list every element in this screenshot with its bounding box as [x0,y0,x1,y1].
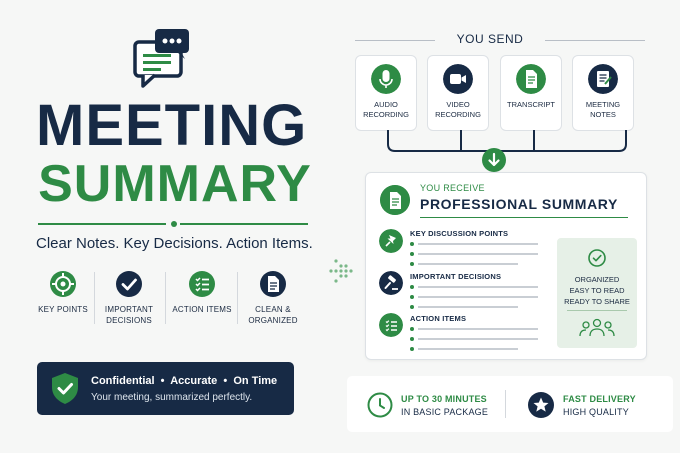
bullet-line [410,304,550,310]
title-rule [420,217,628,218]
summary-card: YOU RECEIVE PROFESSIONAL SUMMARY KEY DIS… [365,172,647,360]
title-divider [38,220,308,228]
benefit-organized: ORGANIZED [574,275,620,284]
delivery-line1: FAST DELIVERY [563,394,636,404]
delivery-strip: UP TO 30 MINUTES IN BASIC PACKAGE FAST D… [347,376,673,432]
arrow-down-icon [482,148,506,172]
bullet-line [410,346,550,352]
benefit-share: READY TO SHARE [564,297,630,306]
clock-icon [367,392,393,418]
heading-rule [355,40,435,41]
bullet-line [410,261,550,267]
delivery-line2: HIGH QUALITY [563,407,629,417]
feature-important-decisions: IMPORTANT DECISIONS [99,270,159,326]
card-label: TRANSCRIPT [507,100,555,109]
benefit-easy-read: EASY TO READ [569,286,625,295]
summary-title: PROFESSIONAL SUMMARY [420,196,618,212]
bullet-line [410,336,550,342]
shield-check-icon [52,373,78,404]
box-divider [567,310,627,311]
video-camera-icon [443,64,473,94]
chat-bubbles-icon [133,29,189,88]
you-send-heading: YOU SEND [456,32,524,46]
feature-key-points: KEY POINTS [33,270,93,315]
badge-line1: Confidential • Accurate • On Time [91,375,278,387]
card-label: MEETING NOTES [585,100,621,119]
document-icon [380,185,410,215]
bullet-line [410,241,550,247]
feature-clean-organized: CLEAN & ORGANIZED [243,270,303,326]
check-circle-icon [116,271,142,297]
benefits-box: ORGANIZED EASY TO READ READY TO SHARE [557,238,637,348]
section-title: KEY DISCUSSION POINTS [410,229,509,238]
title-meeting: MEETING [36,93,308,158]
bullet-line [410,326,550,332]
strip-divider [505,390,506,418]
input-card-video: VIDEO RECORDING [427,55,489,131]
you-receive-label: YOU RECEIVE [420,183,485,193]
input-card-audio: AUDIO RECORDING [355,55,417,131]
connector-lines [387,130,627,152]
team-icon [579,318,615,337]
microphone-icon [371,64,401,94]
title-summary: SUMMARY [38,155,312,213]
feature-action-items: ACTION ITEMS [172,270,232,315]
benefits-text: ORGANIZED EASY TO READ READY TO SHARE [557,274,637,307]
flow-arrow-icon [329,259,353,283]
notebook-icon [588,64,618,94]
feature-divider [165,272,166,324]
star-icon [528,392,554,418]
badge-line2: Your meeting, summarized perfectly. [91,392,253,403]
tagline: Clear Notes. Key Decisions. Action Items… [36,235,313,252]
feature-label: CLEAN & ORGANIZED [248,305,298,325]
confidential-badge: Confidential • Accurate • On Time Your m… [37,362,294,415]
gavel-icon [379,271,403,295]
input-card-transcript: TRANSCRIPT [500,55,562,131]
time-line2: IN BASIC PACKAGE [401,407,489,417]
bullet-line [410,251,550,257]
check-circle-icon [588,249,606,267]
section-title: IMPORTANT DECISIONS [410,272,502,281]
feature-label: IMPORTANT DECISIONS [104,305,154,325]
pin-icon [379,229,403,253]
document-icon [260,271,286,297]
card-label: VIDEO RECORDING [435,100,481,119]
target-icon [50,271,76,297]
checklist-icon [189,271,215,297]
feature-divider [237,272,238,324]
card-label: AUDIO RECORDING [363,100,409,119]
input-card-notes: MEETING NOTES [572,55,634,131]
bullet-line [410,294,550,300]
list-icon [379,313,403,337]
bullet-line [410,284,550,290]
section-title: ACTION ITEMS [410,314,467,323]
transcript-icon [516,64,546,94]
feature-label: KEY POINTS [38,305,88,314]
time-line1: UP TO 30 MINUTES [401,394,487,404]
feature-divider [94,272,95,324]
feature-label: ACTION ITEMS [172,305,232,314]
heading-rule [545,40,645,41]
